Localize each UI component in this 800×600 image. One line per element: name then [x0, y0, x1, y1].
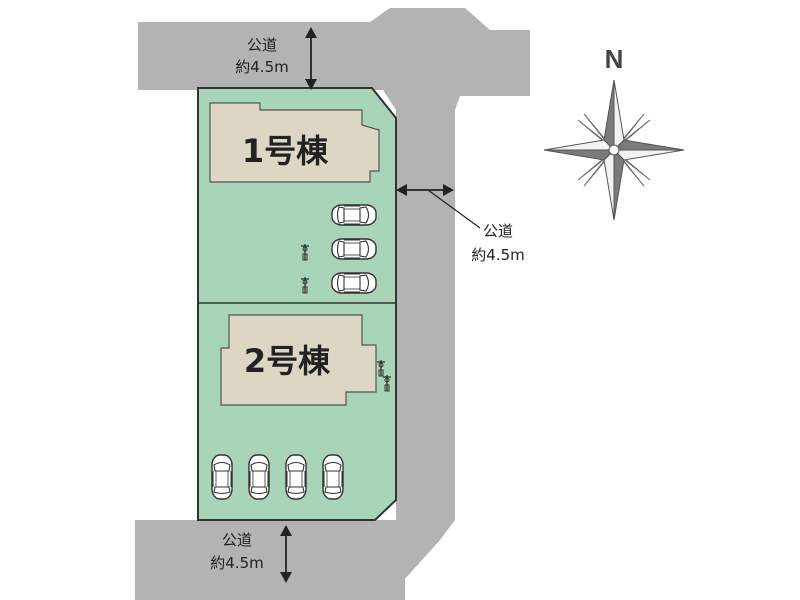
parking-car-icon — [331, 272, 377, 294]
dimension-arrow-south — [280, 525, 292, 583]
building-2: 2号棟 — [220, 314, 377, 406]
building-2-label: 2号棟 — [244, 342, 331, 380]
dimension-arrow-east — [396, 184, 481, 229]
building-1-label: 1号棟 — [242, 132, 329, 170]
parking-car-icon — [211, 454, 233, 500]
parking-car-icon — [285, 454, 307, 500]
site-lot — [197, 87, 397, 521]
road-label-east-line1: 公道 — [483, 222, 513, 240]
road-label-north: 公道 約4.5m — [235, 36, 288, 76]
road-label-east: 公道 約4.5m — [471, 222, 524, 264]
parking-car-icon — [331, 204, 377, 226]
building-2-footprint — [220, 314, 377, 406]
road-label-north-line1: 公道 — [247, 36, 277, 54]
road-south — [135, 520, 405, 600]
road-east — [330, 110, 455, 600]
building-1-footprint — [209, 102, 380, 183]
road-label-south-line2: 約4.5m — [210, 554, 263, 572]
building-1: 1号棟 — [209, 102, 380, 183]
parking-car-icon — [248, 454, 270, 500]
north-label: N — [605, 44, 624, 74]
compass-rose-icon: N — [543, 44, 685, 221]
road-label-south-line1: 公道 — [222, 531, 252, 549]
parking-area-1 — [331, 204, 377, 294]
road-north-corner — [370, 8, 530, 110]
parking-car-icon — [322, 454, 344, 500]
road-label-south: 公道 約4.5m — [210, 531, 263, 572]
road-north — [138, 22, 383, 90]
road-network — [135, 8, 530, 600]
road-label-north-line2: 約4.5m — [235, 58, 288, 76]
parking-car-icon — [331, 238, 377, 260]
road-label-east-line2: 約4.5m — [471, 246, 524, 264]
dimension-arrow-north — [305, 27, 317, 90]
